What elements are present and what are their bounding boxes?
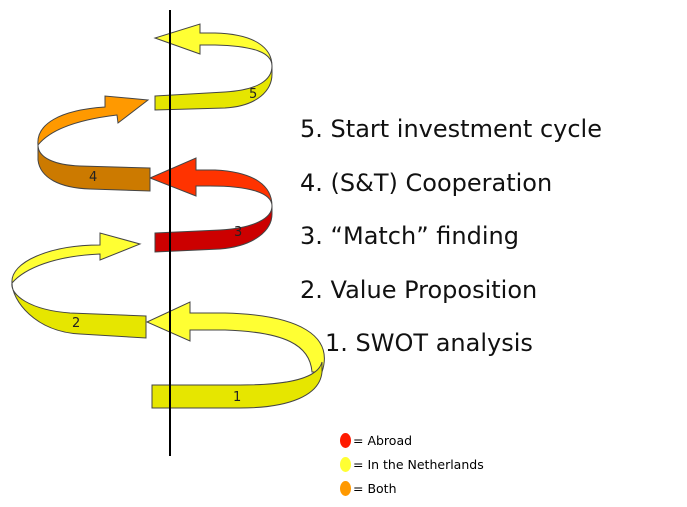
step-number: 4. xyxy=(300,168,323,197)
step-list: 5. Start investment cycle 4. (S&T) Coope… xyxy=(300,115,602,383)
spiral-segment-1-front xyxy=(151,361,323,409)
step-item-1: 1. SWOT analysis xyxy=(325,329,602,383)
spiral-arrow-top-back xyxy=(153,23,273,67)
legend-label: = Both xyxy=(353,480,397,496)
spiral-label-3: 3 xyxy=(234,225,242,240)
step-label: Start investment cycle xyxy=(330,115,602,143)
step-number: 2. xyxy=(300,275,323,304)
spiral-label-1: 1 xyxy=(233,390,241,405)
spiral-arrow-4-back xyxy=(148,157,273,207)
step-number: 3. xyxy=(300,222,323,250)
step-label: “Match” finding xyxy=(330,222,519,250)
legend-swatch-red xyxy=(340,432,351,448)
spiral-segment-4-front xyxy=(37,144,151,192)
step-number: 5. xyxy=(300,115,323,143)
legend-item-netherlands: = In the Netherlands xyxy=(340,452,484,476)
step-item-4: 4. (S&T) Cooperation xyxy=(300,169,602,223)
step-label: (S&T) Cooperation xyxy=(330,168,553,197)
legend-label: = Abroad xyxy=(353,432,413,448)
step-label: Value Proposition xyxy=(330,275,538,304)
step-item-2: 2. Value Proposition xyxy=(300,276,602,330)
step-item-5: 5. Start investment cycle xyxy=(300,115,602,169)
spiral-segment-2-front xyxy=(11,282,147,339)
spiral-arrow-5-back xyxy=(37,95,150,147)
step-number: 1. xyxy=(325,329,348,357)
legend-swatch-orange xyxy=(340,480,351,496)
spiral-label-5: 5 xyxy=(249,87,257,102)
step-item-3: 3. “Match” finding xyxy=(300,222,602,276)
spiral-arrow-2-back xyxy=(145,301,325,373)
spiral-segment-3-front xyxy=(154,205,273,253)
step-label: SWOT analysis xyxy=(355,329,533,357)
spiral-label-4: 4 xyxy=(89,170,97,185)
legend: = Abroad = In the Netherlands = Both xyxy=(340,428,484,500)
legend-swatch-yellow xyxy=(340,456,351,472)
spiral-arrow-3-back xyxy=(11,232,142,285)
legend-item-abroad: = Abroad xyxy=(340,428,484,452)
legend-label: = In the Netherlands xyxy=(353,456,484,472)
spiral-segment-5-front xyxy=(154,65,273,111)
legend-item-both: = Both xyxy=(340,476,484,500)
spiral-label-2: 2 xyxy=(72,316,80,331)
